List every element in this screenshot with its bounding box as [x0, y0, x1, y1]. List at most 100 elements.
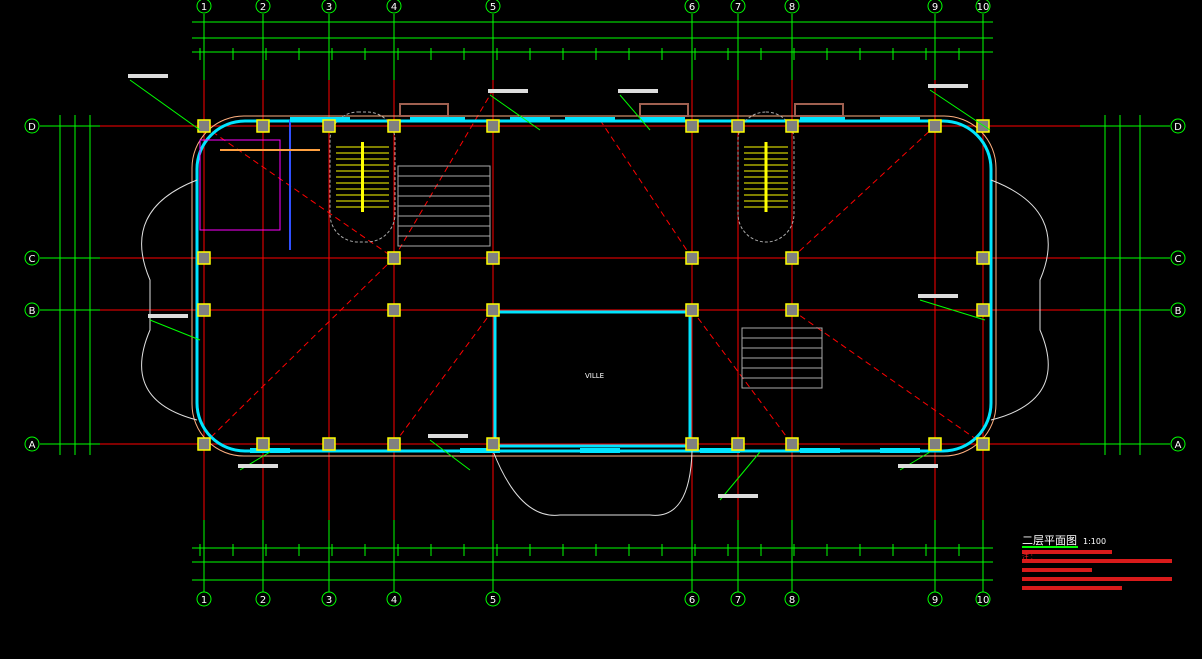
grid-bubble [196, 591, 212, 607]
grid-label-col: 8 [789, 595, 795, 606]
callout-leader [719, 451, 761, 501]
grid-label-row: C [29, 254, 36, 265]
grid-bubble [927, 591, 943, 607]
column [685, 119, 699, 133]
grid-bubble [386, 591, 402, 607]
grid-bubble [255, 591, 271, 607]
grid-label-col: 5 [490, 595, 496, 606]
grid-label-col: 3 [326, 2, 332, 13]
exterior-wall [195, 119, 993, 453]
grid-bubble [485, 0, 501, 14]
note-line [1022, 586, 1122, 590]
column [785, 251, 799, 265]
column [486, 437, 500, 451]
column [197, 119, 211, 133]
window [290, 117, 350, 122]
callout-text [918, 294, 958, 298]
column [685, 251, 699, 265]
column [387, 437, 401, 451]
stair-enclosure [737, 111, 795, 243]
callout-leader [129, 79, 201, 131]
grid-bubble [321, 591, 337, 607]
grid-label-col: 1 [201, 2, 207, 13]
column [685, 303, 699, 317]
column [976, 119, 990, 133]
note-line [1022, 568, 1092, 572]
callout-text [428, 434, 468, 438]
window [460, 448, 500, 453]
exterior-wall-outer [191, 115, 997, 457]
grid-label-col: 7 [735, 2, 741, 13]
grid-bubble [24, 118, 40, 134]
grid-label-col: 10 [977, 595, 990, 606]
window [565, 117, 615, 122]
grid-bubble [485, 591, 501, 607]
grid-label-col: 3 [326, 595, 332, 606]
column [197, 303, 211, 317]
column [256, 119, 270, 133]
grid-bubble [255, 0, 271, 14]
column [731, 437, 745, 451]
note-line [1022, 550, 1112, 554]
column [785, 437, 799, 451]
column [256, 437, 270, 451]
grid-bubble [386, 0, 402, 14]
callout-leader [489, 94, 541, 131]
grid-bubble [321, 0, 337, 14]
window [880, 117, 920, 122]
column [197, 437, 211, 451]
diagonal-line [393, 309, 494, 445]
grid-bubble [684, 591, 700, 607]
toilet-area [199, 139, 281, 231]
column [197, 251, 211, 265]
drawing-scale: 1:100 [1083, 537, 1107, 546]
grid-label-row: A [1175, 440, 1182, 451]
note-line [1022, 559, 1172, 563]
grid-label-row: B [29, 306, 36, 317]
ac-unit [794, 103, 844, 117]
callout-leader [619, 94, 651, 131]
window [800, 117, 845, 122]
diagonal-line [599, 119, 693, 259]
window [640, 117, 685, 122]
grid-label-col: 2 [260, 595, 266, 606]
grid-bubble [1170, 250, 1186, 266]
callout-text [238, 464, 278, 468]
grid-label-col: 1 [201, 595, 207, 606]
column [731, 119, 745, 133]
grid-bubble [1170, 118, 1186, 134]
window [580, 448, 620, 453]
stair-enclosure [329, 111, 396, 243]
column [322, 437, 336, 451]
callout-leader [919, 299, 986, 321]
column [928, 119, 942, 133]
drawing-title: 二层平面图 [1022, 534, 1077, 547]
callout-text [928, 84, 968, 88]
column [976, 251, 990, 265]
entrance-canopy [492, 450, 693, 516]
grid-label-row: D [1174, 122, 1182, 133]
grid-bubble [684, 0, 700, 14]
note-header: 注： [1022, 553, 1038, 561]
column [486, 303, 500, 317]
callout-leader [149, 319, 201, 341]
courtyard-wall [493, 310, 692, 448]
callout-text [898, 464, 938, 468]
column [387, 251, 401, 265]
diagonal-line [791, 309, 984, 445]
window [250, 448, 290, 453]
column [486, 251, 500, 265]
grid-bubble [24, 436, 40, 452]
grid-label-col: 10 [977, 2, 990, 13]
grid-label-row: B [1175, 306, 1182, 317]
grid-label-col: 6 [689, 595, 695, 606]
window [510, 117, 550, 122]
grid-bubble [784, 591, 800, 607]
side-bay-left [141, 179, 198, 421]
column [976, 303, 990, 317]
grid-bubble [975, 0, 991, 14]
callout-text [128, 74, 168, 78]
ac-unit [399, 103, 449, 117]
courtyard-label: VILLE [585, 372, 604, 380]
column [785, 303, 799, 317]
